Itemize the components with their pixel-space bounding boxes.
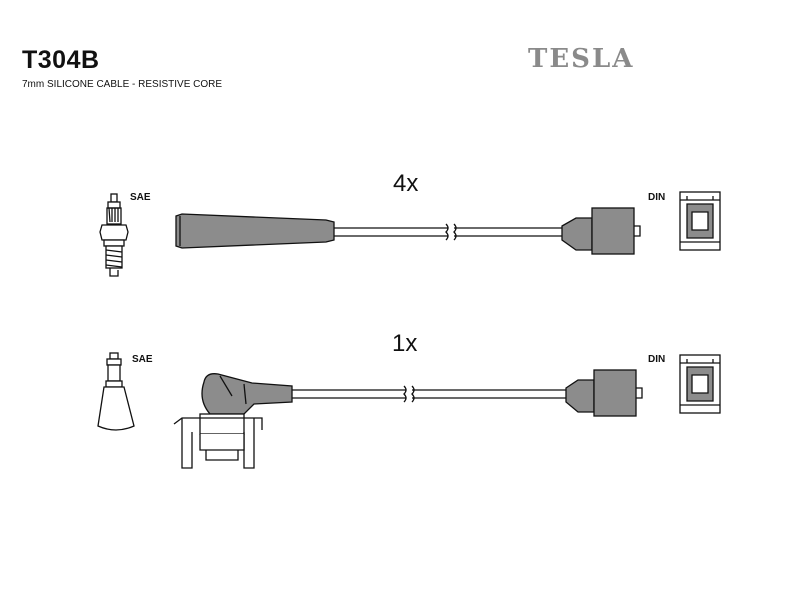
cable-2 (292, 385, 566, 403)
set1-plug-label: SAE (130, 192, 151, 203)
set2-quantity: 1x (392, 330, 418, 357)
distributor-boot-1 (561, 207, 641, 255)
brand-logo: TESLA (528, 44, 635, 74)
cable-1 (334, 223, 562, 241)
angled-boot-2 (173, 373, 293, 469)
spark-plug-sae-2 (97, 352, 135, 431)
set1-quantity: 4x (393, 170, 419, 197)
part-number: T304B (22, 46, 100, 74)
set1-dist-label: DIN (648, 192, 666, 203)
distributor-boot-2 (565, 369, 643, 417)
spark-plug-sae-1 (99, 193, 129, 277)
cable-description: 7mm SILICONE CABLE - RESISTIVE CORE (22, 79, 223, 90)
din-terminal-2 (679, 354, 721, 414)
straight-boot-1 (175, 213, 335, 249)
set2-plug-label: SAE (132, 354, 153, 365)
din-terminal-1 (679, 191, 721, 251)
set2-dist-label: DIN (648, 354, 666, 365)
